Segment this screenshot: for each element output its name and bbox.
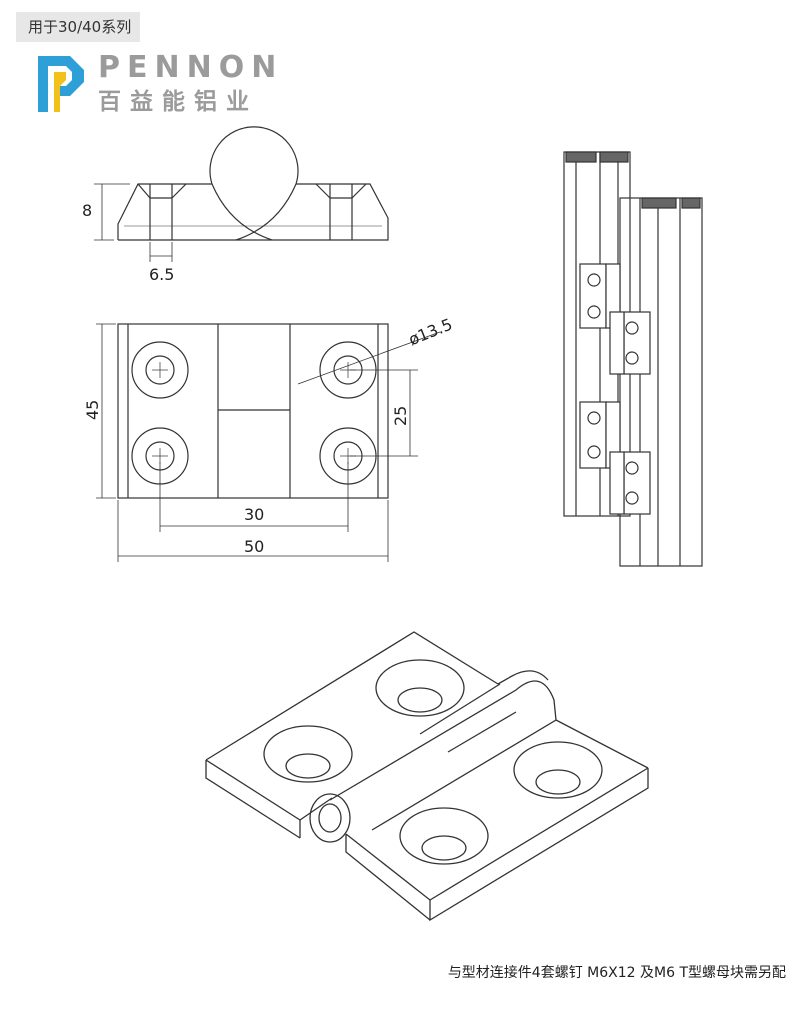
profile-assembly-view <box>563 151 703 567</box>
logo-mark-icon <box>38 56 84 112</box>
dim-height-label: 8 <box>82 201 92 220</box>
footer-note: 与型材连接件4套螺钉 M6X12 及M6 T型螺母块需另配 <box>447 965 786 981</box>
brand-name: PENNON <box>98 50 284 85</box>
brand-name-chinese: 百益能铝业 <box>98 89 258 115</box>
dim-horizontal-spacing-label: 30 <box>244 505 264 524</box>
dim-width-total-label: 45 <box>83 400 102 420</box>
hinge-lower <box>579 401 651 515</box>
brand-logo: PENNON 百益能铝业 <box>36 50 276 116</box>
dim-countersink-offset-label: 6.5 <box>149 265 174 284</box>
dim-hole-diameter-label: ø13.5 <box>406 315 455 350</box>
series-tag: 用于30/40系列 <box>16 12 140 42</box>
dim-vertical-spacing-label: 25 <box>391 406 410 426</box>
isometric-view <box>205 631 649 922</box>
top-view <box>117 323 389 499</box>
dim-length-total-label: 50 <box>244 537 264 556</box>
hinge-upper <box>579 263 651 375</box>
side-profile-view <box>117 126 389 241</box>
